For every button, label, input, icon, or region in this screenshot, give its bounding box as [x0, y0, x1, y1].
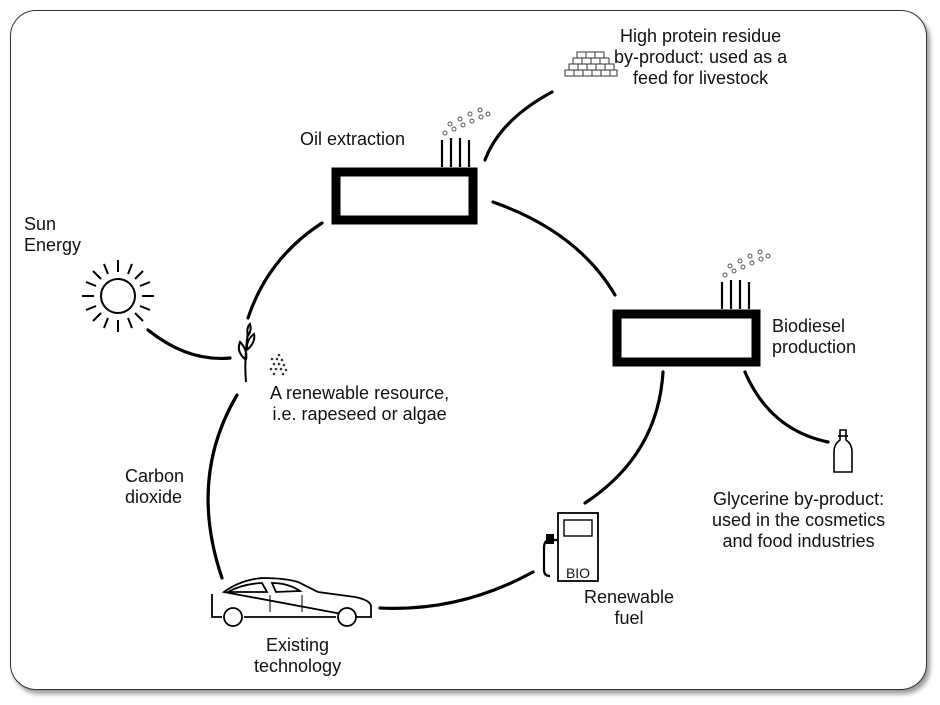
fuel-pump-label: BIO [566, 565, 590, 581]
edge-fuel-to-technology [378, 570, 535, 610]
carbon-dioxide-label: Carbon dioxide [125, 466, 185, 507]
glycerine-label: Glycerine by-product: used in the cosmet… [712, 489, 886, 551]
stacked-bricks-icon [564, 51, 618, 77]
sun-energy-label: Sun Energy [24, 214, 82, 255]
bottle-icon [833, 429, 853, 473]
seeds-icon [269, 353, 288, 376]
oil-extraction-label: Oil extraction [300, 129, 406, 149]
edge-technology-to-carbon-to-resource [206, 393, 239, 580]
fuel-pump-icon: BIO [542, 512, 599, 582]
biodiesel-factory-icon [612, 249, 771, 367]
edge-biodiesel-to-fuel [583, 370, 665, 505]
sun-icon [82, 260, 154, 332]
oil-extraction-factory-icon [331, 107, 491, 225]
existing-technology-label: Existing technology [254, 635, 342, 676]
edge-biodiesel-to-glycerine [743, 370, 830, 444]
diagram-frame [10, 10, 927, 690]
edge-sun-to-resource [146, 328, 232, 361]
plant-icon [237, 322, 256, 383]
edge-resource-to-oil [246, 221, 324, 320]
edge-oil-to-residue [483, 90, 554, 162]
residue-label: High protein residue by-product: used as… [614, 26, 788, 88]
biodiesel-production-label: Biodiesel production [772, 316, 857, 357]
car-icon [211, 577, 372, 627]
renewable-resource-label: A renewable resource, i.e. rapeseed or a… [270, 383, 450, 424]
renewable-fuel-label: Renewable fuel [584, 587, 675, 628]
edge-oil-to-biodiesel [491, 200, 617, 297]
